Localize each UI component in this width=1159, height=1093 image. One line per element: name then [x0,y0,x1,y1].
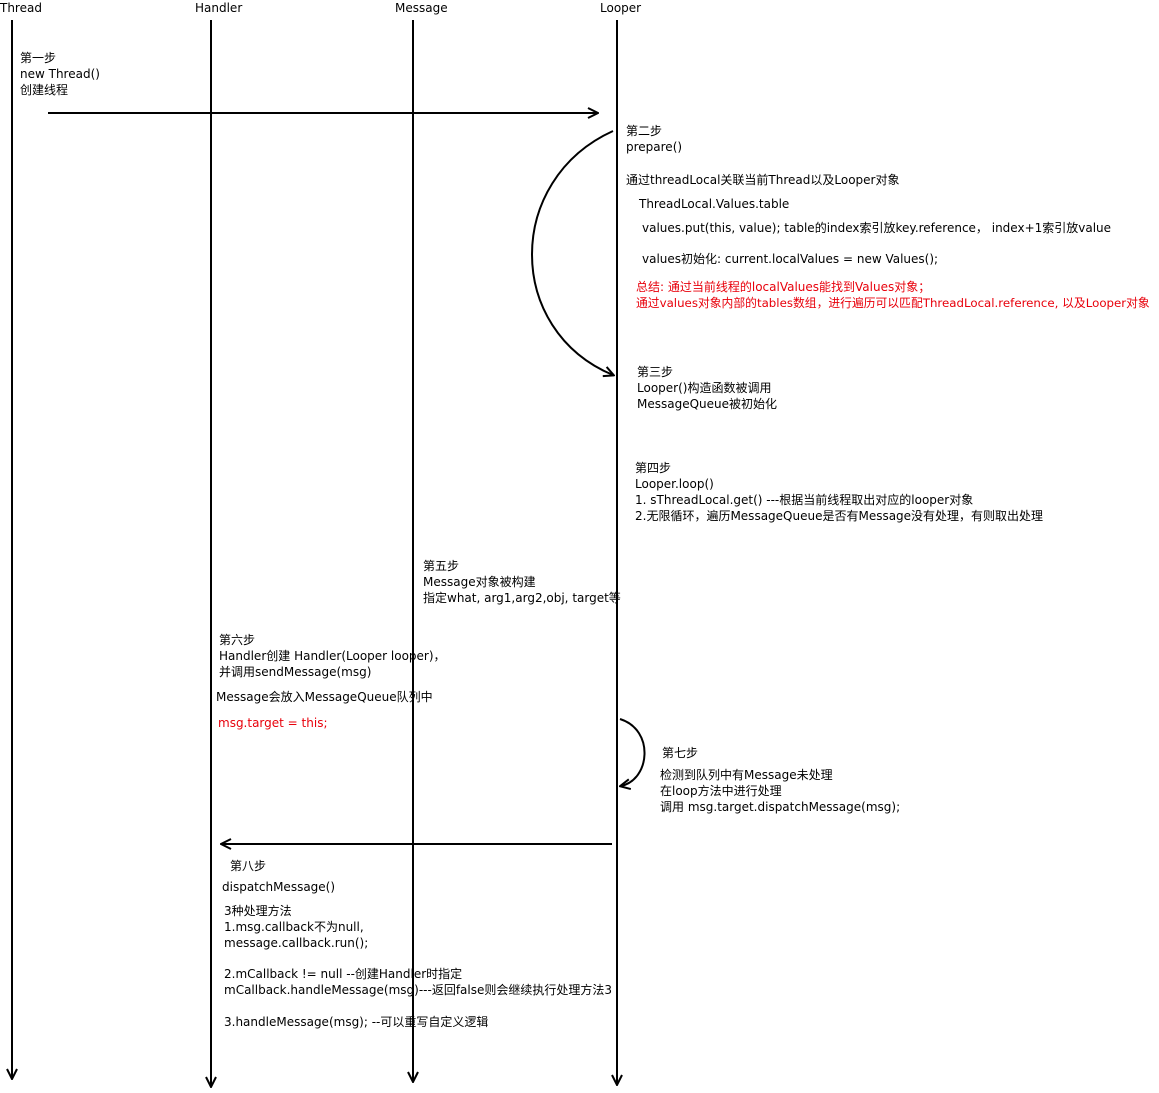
step1-title: 第一步 [20,51,57,65]
step6-line2: 并调用sendMessage(msg) [219,665,372,679]
step3-note: 第三步 Looper()构造函数被调用 MessageQueue被初始化 [637,364,777,412]
step6-title: 第六步 [219,633,256,647]
step3-line1: Looper()构造函数被调用 [637,381,772,395]
arrow-loop-self [620,718,646,786]
header-thread: Thread [0,1,42,15]
step3-title: 第三步 [637,365,674,379]
step1-line1: new Thread() [20,67,100,81]
header-handler: Handler [195,1,243,15]
step2-title: 第二步 [626,124,663,138]
step1-note: 第一步 new Thread() 创建线程 [20,50,100,98]
step6-line3: Message会放入MessageQueue队列中 [216,690,433,704]
step5-title: 第五步 [423,559,460,573]
step8-line4: message.callback.run(); [224,936,369,950]
step5-line2: 指定what, arg1,arg2,obj, target等 [423,591,621,605]
step2-summary2: 通过values对象内部的tables数组，进行遍历可以匹配ThreadLoca… [636,296,1150,310]
step6-note: 第六步 Handler创建 Handler(Looper looper)， 并调… [219,632,446,680]
step8-line5: 2.mCallback != null --创建Handler时指定 [224,967,463,981]
step1-line2: 创建线程 [20,83,69,97]
step8-note-b: 2.mCallback != null --创建Handler时指定 mCall… [224,966,612,998]
step8-note-a: 3种处理方法 1.msg.callback不为null, message.cal… [224,903,368,951]
step4-note: 第四步 Looper.loop() 1. sThreadLocal.get() … [635,460,1043,524]
step8-line2: 3种处理方法 [224,904,292,918]
step3-line2: MessageQueue被初始化 [637,397,778,411]
step7-line2: 在loop方法中进行处理 [660,784,782,798]
step4-line2: 1. sThreadLocal.get() ---根据当前线程取出对应的loop… [635,493,974,507]
step8-line7: 3.handleMessage(msg); --可以重写自定义逻辑 [224,1015,489,1029]
header-message: Message [395,1,448,15]
step2-desc: 通过threadLocal关联当前Thread以及Looper对象 [626,173,900,187]
step2-init: values初始化: current.localValues = new Val… [642,252,939,266]
step7-title: 第七步 [662,746,699,760]
step2-table: ThreadLocal.Values.table [639,197,790,211]
arrow-prepare-to-constructor [531,130,613,375]
step7-line3: 调用 msg.target.dispatchMessage(msg); [660,800,901,814]
step8-line1: dispatchMessage() [222,880,336,894]
step8-line6: mCallback.handleMessage(msg)---返回false则会… [224,983,613,997]
step6-line4: msg.target = this; [218,716,328,730]
step7-note: 检测到队列中有Message未处理 在loop方法中进行处理 调用 msg.ta… [660,767,900,815]
step8-line3: 1.msg.callback不为null, [224,920,364,934]
step5-line1: Message对象被构建 [423,575,536,589]
step2-put: values.put(this, value); table的index索引放k… [642,221,1112,235]
step4-title: 第四步 [635,461,672,475]
step4-line1: Looper.loop() [635,477,714,491]
step8-title: 第八步 [230,859,267,873]
step2-summary1: 总结: 通过当前线程的localValues能找到Values对象； [636,280,931,294]
step7-line1: 检测到队列中有Message未处理 [660,768,833,782]
step5-note: 第五步 Message对象被构建 指定what, arg1,arg2,obj, … [423,558,621,606]
step6-line1: Handler创建 Handler(Looper looper)， [219,649,446,663]
step4-line3: 2.无限循环，遍历MessageQueue是否有Message没有处理，有则取出… [635,509,1044,523]
step2-line1: prepare() [626,140,683,154]
header-looper: Looper [600,1,642,15]
